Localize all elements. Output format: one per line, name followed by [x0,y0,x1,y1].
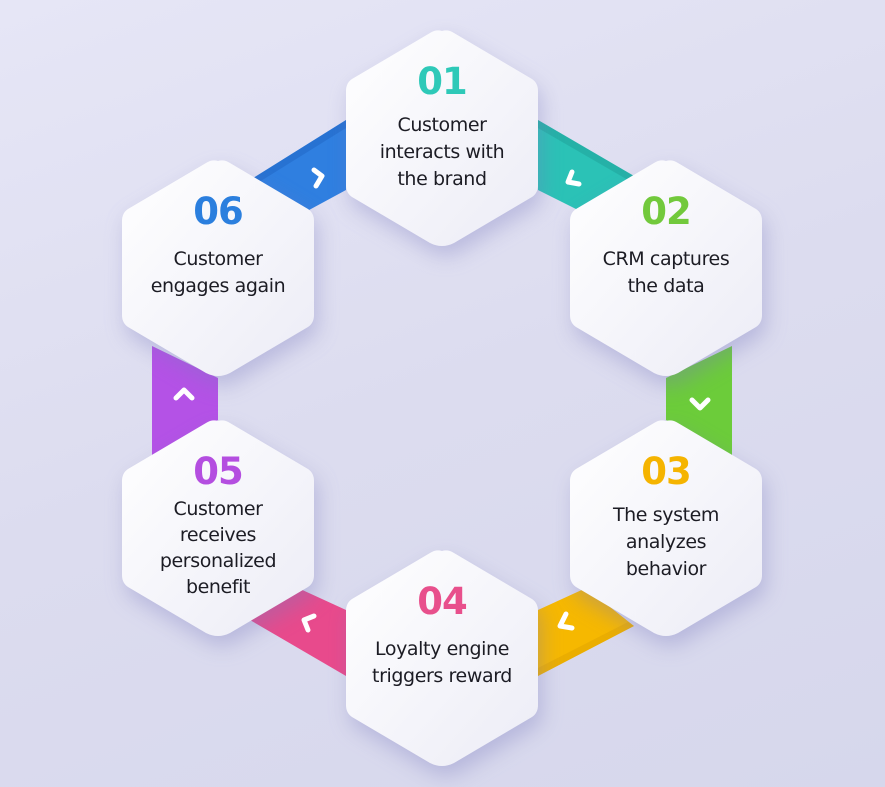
step-number: 02 [641,190,691,233]
step-02-hexagon: 02 CRM captures the data [570,159,762,377]
step-number: 04 [417,580,467,623]
step-label: Customer receives personalized benefit [159,498,277,598]
step-05-hexagon: 05 Customer receives personalized benefi… [122,419,314,637]
step-01-hexagon: 01 Customer interacts with the brand [346,29,538,247]
connector-04-05 [250,588,346,676]
step-03-hexagon: 03 The system analyzes behavior [570,419,762,637]
chevron-down-icon [689,397,711,411]
chevron-icon [311,167,325,189]
chevron-icon [301,613,317,633]
step-number: 03 [641,450,691,493]
chevron-icon [557,611,575,631]
step-label: Loyalty engine triggers reward [372,638,512,687]
step-06-hexagon: 06 Customer engages again [122,159,314,377]
step-04-hexagon: 04 Loyalty engine triggers reward [346,549,538,767]
connector-03-04 [538,588,634,676]
step-label: Customer engages again [150,248,286,297]
chevron-icon [565,169,582,187]
step-label: CRM captures the data [602,248,730,297]
chevron-up-icon [173,387,195,401]
step-number: 01 [417,60,467,103]
step-label: The system analyzes behavior [612,504,720,580]
step-label: Customer interacts with the brand [379,114,505,190]
step-number: 05 [193,450,243,493]
step-number: 06 [193,190,243,233]
